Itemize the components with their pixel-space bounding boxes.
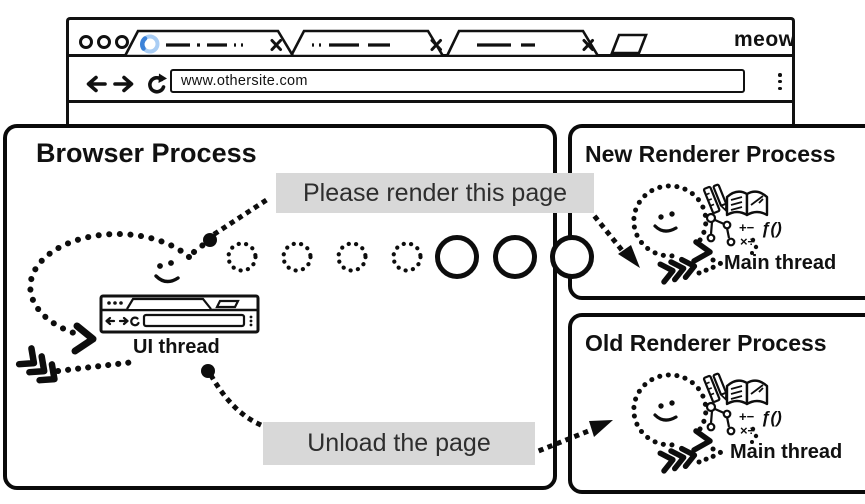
mini-browser-icon: [99, 294, 260, 334]
ui-thread-smiley: [154, 260, 180, 284]
new-renderer-main-thread-label: Main thread: [724, 252, 837, 274]
menu-kebab-icon[interactable]: [778, 73, 782, 91]
new-renderer-process-box: [568, 124, 865, 300]
reload-arrowhead: [158, 73, 167, 83]
unload-arrowhead: [589, 420, 613, 437]
new-tab-icon[interactable]: [610, 33, 648, 55]
unload-message-label: Unload the page: [263, 422, 535, 465]
render-arrowhead: [618, 245, 640, 268]
new-renderer-title: New Renderer Process: [585, 141, 836, 167]
ui-loop-arc: [27, 231, 192, 336]
ui-thread-label: UI thread: [133, 336, 220, 358]
close-icon[interactable]: [430, 39, 442, 51]
close-icon[interactable]: [270, 39, 282, 51]
render-message-label: Please render this page: [276, 173, 594, 213]
brand-signature: meow: [734, 28, 796, 51]
forward-icon[interactable]: [113, 75, 134, 93]
browser-process-title: Browser Process: [36, 138, 257, 168]
window-button-icon[interactable]: [115, 35, 129, 49]
toolbar-divider: [69, 100, 792, 103]
tab-strip[interactable]: [122, 29, 652, 57]
unload-message-line: [208, 373, 265, 429]
old-renderer-main-thread-label: Main thread: [730, 441, 843, 463]
page-frames: [226, 235, 594, 279]
reload-icon[interactable]: [148, 76, 166, 94]
tab-2[interactable]: [289, 29, 446, 57]
tab-close-icons[interactable]: [270, 39, 594, 51]
window-button-icon[interactable]: [79, 35, 93, 49]
render-message-origin-dot: [203, 233, 217, 247]
close-icon[interactable]: [582, 39, 594, 51]
old-renderer-title: Old Renderer Process: [585, 330, 827, 356]
browser-window: meow www.othersite.com: [66, 17, 795, 132]
url-input[interactable]: www.othersite.com: [170, 69, 745, 93]
back-icon[interactable]: [86, 75, 107, 93]
render-message-line: [212, 195, 272, 237]
old-renderer-process-box: [568, 313, 865, 494]
fast-forward-icon: [15, 345, 58, 384]
window-buttons[interactable]: [79, 35, 129, 49]
ui-loop-arrowhead: [71, 322, 97, 355]
window-button-icon[interactable]: [97, 35, 111, 49]
nav-buttons[interactable]: [83, 72, 175, 98]
loading-spinner-arc: [140, 36, 148, 51]
